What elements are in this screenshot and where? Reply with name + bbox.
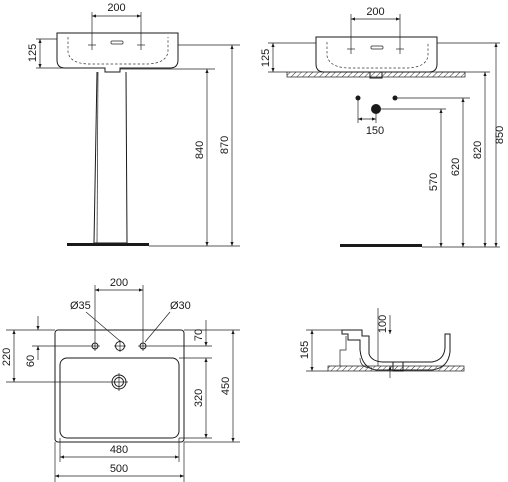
plan-dim-500: 500 [110,463,128,475]
wall-countertop [286,71,466,78]
plan-dim-480: 480 [110,444,128,456]
plan-bowl-outline [59,357,180,439]
plan-dim-450: 450 [220,377,232,395]
wall-dim-basin-height: 125 [260,49,272,67]
wall-dim-820: 820 [472,141,484,159]
front-dim-basin-height: 125 [27,44,39,62]
front-basin-inner [67,37,169,65]
plan-dim-hole-35: Ø35 [70,300,91,312]
wall-overflow-slot [370,45,384,50]
plan-dim-hole-30: Ø30 [170,300,191,312]
front-dim-tap-holes: 200 [107,2,125,14]
section-dim-100: 100 [377,315,389,333]
front-floor-line [67,243,149,246]
front-basin-outline [56,32,179,73]
wall-basin-outline [315,36,438,73]
section-dim-165: 165 [299,341,311,359]
plan-dim-60: 60 [25,355,37,367]
plan-tap-hole-right [138,341,148,351]
wall-dim-tap-holes: 200 [366,6,384,18]
section-basin-profile [341,329,451,371]
front-tap-hole-right [137,40,145,50]
wall-tap-hole-right [396,44,404,54]
section-countertop [327,365,465,372]
front-dim-870: 870 [219,136,231,154]
section-view: 100 165 [299,308,465,378]
front-overflow-slot [110,40,124,45]
wall-tap-hole-left [347,44,355,54]
wall-dim-850: 850 [494,126,506,144]
plan-tap-hole-centre [114,340,126,352]
wall-supply-left [355,95,361,101]
plan-outer-outline [54,329,185,443]
wall-dim-620: 620 [450,158,462,176]
wall-waste-outlet [369,71,383,79]
plan-dim-220: 220 [1,348,13,366]
wall-floor-line [340,244,422,247]
wall-mounted-view: 200 125 150 570 620 820 850 [260,6,506,248]
front-dim-840: 840 [194,141,206,159]
plan-waste-outlet [110,373,128,391]
wall-dim-570: 570 [428,173,440,191]
plan-dim-70: 70 [193,329,205,341]
plan-view: 200 Ø35 Ø30 220 60 70 320 450 480 [1,277,240,482]
plan-tap-hole-left [90,341,100,351]
plan-dim-tap-holes: 200 [110,277,128,289]
front-pedestal [93,71,128,244]
wall-dim-waste-offset: 150 [366,125,384,137]
wall-basin-inner [326,42,429,69]
front-view: 200 125 840 870 [27,2,240,247]
front-tap-hole-left [88,40,96,50]
plan-dim-320: 320 [193,389,205,407]
